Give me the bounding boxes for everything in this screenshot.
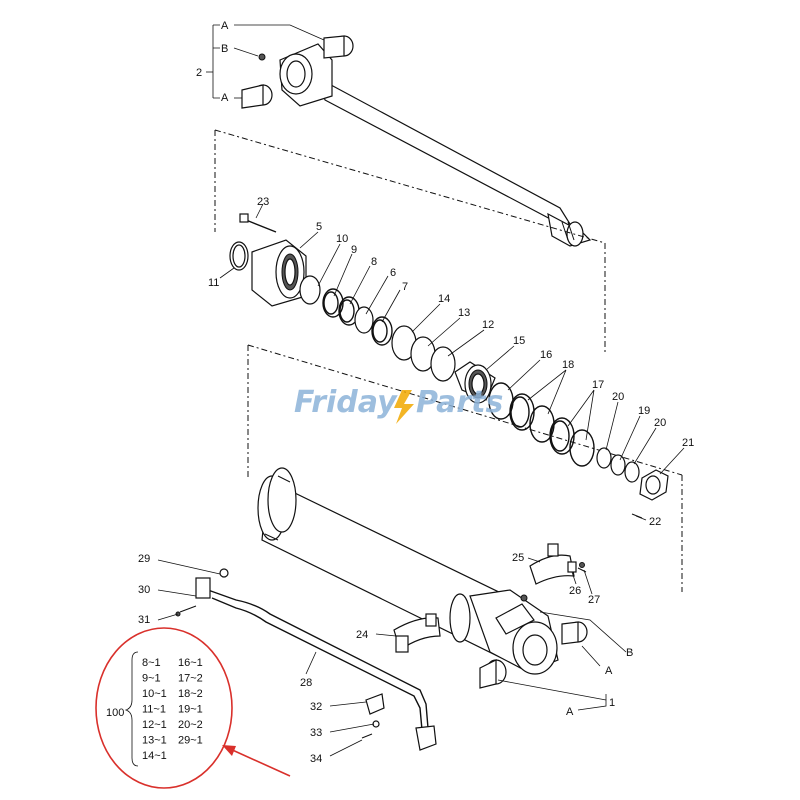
callout-11: 11 bbox=[208, 277, 219, 289]
kit-entry: 17~2 bbox=[178, 673, 203, 685]
callout-13: 13 bbox=[458, 307, 470, 319]
callout-2: 2 bbox=[196, 67, 202, 79]
callout-32: 32 bbox=[310, 701, 322, 713]
callout-12: 12 bbox=[482, 319, 494, 331]
section-outlines bbox=[214, 129, 683, 592]
callout-B-right: B bbox=[626, 647, 633, 659]
kit-entry: 13~1 bbox=[142, 735, 167, 747]
callout-27: 27 bbox=[588, 594, 600, 606]
callout-A-mid: A bbox=[221, 92, 229, 104]
kit-entry: 20~2 bbox=[178, 719, 203, 731]
callout-22: 22 bbox=[649, 516, 661, 528]
callout-21: 21 bbox=[682, 437, 694, 449]
highlight-annotation bbox=[95, 627, 291, 789]
kit-column-2: 16~1 17~2 18~2 19~1 20~2 29~1 bbox=[178, 657, 203, 747]
kit-entry: 19~1 bbox=[178, 704, 203, 716]
callout-34: 34 bbox=[310, 753, 322, 765]
callout-7: 7 bbox=[402, 281, 408, 293]
callout-5: 5 bbox=[316, 221, 322, 233]
callout-14: 14 bbox=[438, 293, 450, 305]
seal-kit-table: 100 8~19~110~111~112~113~114~1 16~117~21… bbox=[106, 651, 203, 767]
watermark-right: Parts bbox=[416, 385, 503, 420]
pipe-assembly bbox=[175, 568, 437, 751]
callout-33: 33 bbox=[310, 727, 322, 739]
kit-label: 100 bbox=[106, 707, 124, 719]
kit-entry: 14~1 bbox=[142, 750, 167, 762]
head-seal-group bbox=[229, 213, 456, 382]
kit-entry: 11~1 bbox=[142, 704, 166, 716]
callout-23: 23 bbox=[257, 196, 269, 208]
kit-entry: 16~1 bbox=[178, 657, 203, 669]
callout-30: 30 bbox=[138, 584, 150, 596]
kit-entry: 8~1 bbox=[142, 657, 161, 669]
callout-24: 24 bbox=[356, 629, 368, 641]
kit-entry: 18~2 bbox=[178, 688, 203, 700]
callout-29: 29 bbox=[138, 553, 150, 565]
highlight-arrow bbox=[227, 747, 291, 777]
callout-20a: 20 bbox=[612, 391, 624, 403]
callout-8: 8 bbox=[371, 256, 377, 268]
callout-6: 6 bbox=[390, 267, 396, 279]
watermark: Friday Parts bbox=[294, 385, 503, 424]
clamp-group bbox=[393, 543, 587, 653]
bolt-icon bbox=[394, 390, 414, 424]
kit-entry: 9~1 bbox=[142, 673, 161, 685]
callout-B-top: B bbox=[221, 43, 228, 55]
cylinder-tube bbox=[257, 467, 588, 689]
callout-15: 15 bbox=[513, 335, 525, 347]
kit-entry: 10~1 bbox=[142, 688, 167, 700]
callout-26: 26 bbox=[569, 585, 581, 597]
kit-entry: 12~1 bbox=[142, 719, 167, 731]
callout-9: 9 bbox=[351, 244, 357, 256]
piston-group bbox=[454, 361, 669, 519]
kit-entry: 29~1 bbox=[178, 735, 203, 747]
kit-column-1: 8~1 9~1 10~1 11~1 12~1 13~1 14~1 bbox=[142, 657, 167, 762]
rod-assembly bbox=[241, 35, 592, 247]
highlight-circle bbox=[95, 627, 233, 789]
callout-A-bottom: A bbox=[566, 706, 574, 718]
callout-16: 16 bbox=[540, 349, 552, 361]
leader-lines bbox=[157, 24, 685, 757]
arrow-head-icon bbox=[222, 745, 236, 756]
callout-labels: A B 2 A 23 5 11 10 9 8 6 7 14 13 12 15 1… bbox=[138, 20, 694, 765]
callout-10: 10 bbox=[336, 233, 348, 245]
callout-A-top: A bbox=[221, 20, 229, 32]
callout-19: 19 bbox=[638, 405, 650, 417]
callout-20b: 20 bbox=[654, 417, 666, 429]
callout-17: 17 bbox=[592, 379, 604, 391]
callout-28: 28 bbox=[300, 677, 312, 689]
callout-31: 31 bbox=[138, 614, 150, 626]
callout-18: 18 bbox=[562, 359, 574, 371]
callout-A-right: A bbox=[605, 665, 613, 677]
watermark-left: Friday bbox=[294, 385, 398, 420]
callout-1: 1 bbox=[609, 697, 615, 709]
callout-25: 25 bbox=[512, 552, 524, 564]
